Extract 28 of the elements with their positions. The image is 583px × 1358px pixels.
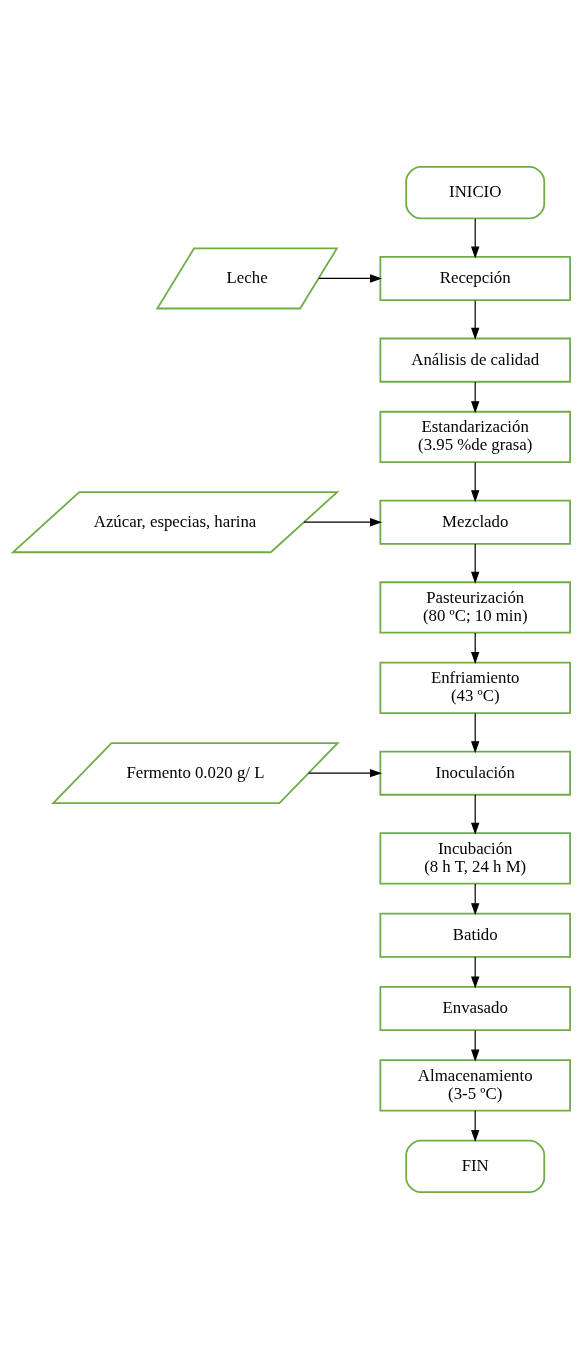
arrow [471, 793, 480, 835]
node-box: Recepción [379, 255, 571, 301]
arrow [471, 631, 480, 664]
node-box: Almacenamiento (3-5 ºC) [379, 1058, 571, 1111]
arrow [471, 712, 480, 753]
arrow [471, 955, 480, 988]
arrow [471, 461, 480, 502]
node-box: Análisis de calidad [379, 337, 571, 383]
arrow [471, 1029, 480, 1062]
node-box: FIN [405, 1139, 546, 1193]
arrow [471, 380, 480, 413]
arrow [303, 517, 383, 526]
arrow [318, 273, 383, 283]
arrow [471, 217, 480, 259]
node-box: Envasado [379, 985, 571, 1031]
node-box: Incubación (8 h T, 24 h M) [379, 831, 571, 884]
arrow [471, 299, 480, 340]
arrow [471, 542, 480, 584]
node-box: Inoculación [379, 750, 571, 796]
arrow [307, 768, 382, 777]
node-box: Enfriamiento (43 ºC) [379, 661, 571, 714]
node-box: INICIO [405, 165, 546, 219]
arrow [471, 1109, 480, 1142]
node-box: Estandarización (3.95 %de grasa) [379, 410, 571, 463]
node-box: Mezclado [379, 499, 571, 545]
node-box: Pasteurización (80 ºC; 10 min) [379, 580, 571, 634]
arrow [471, 882, 480, 915]
node-box: Batido [379, 912, 571, 958]
